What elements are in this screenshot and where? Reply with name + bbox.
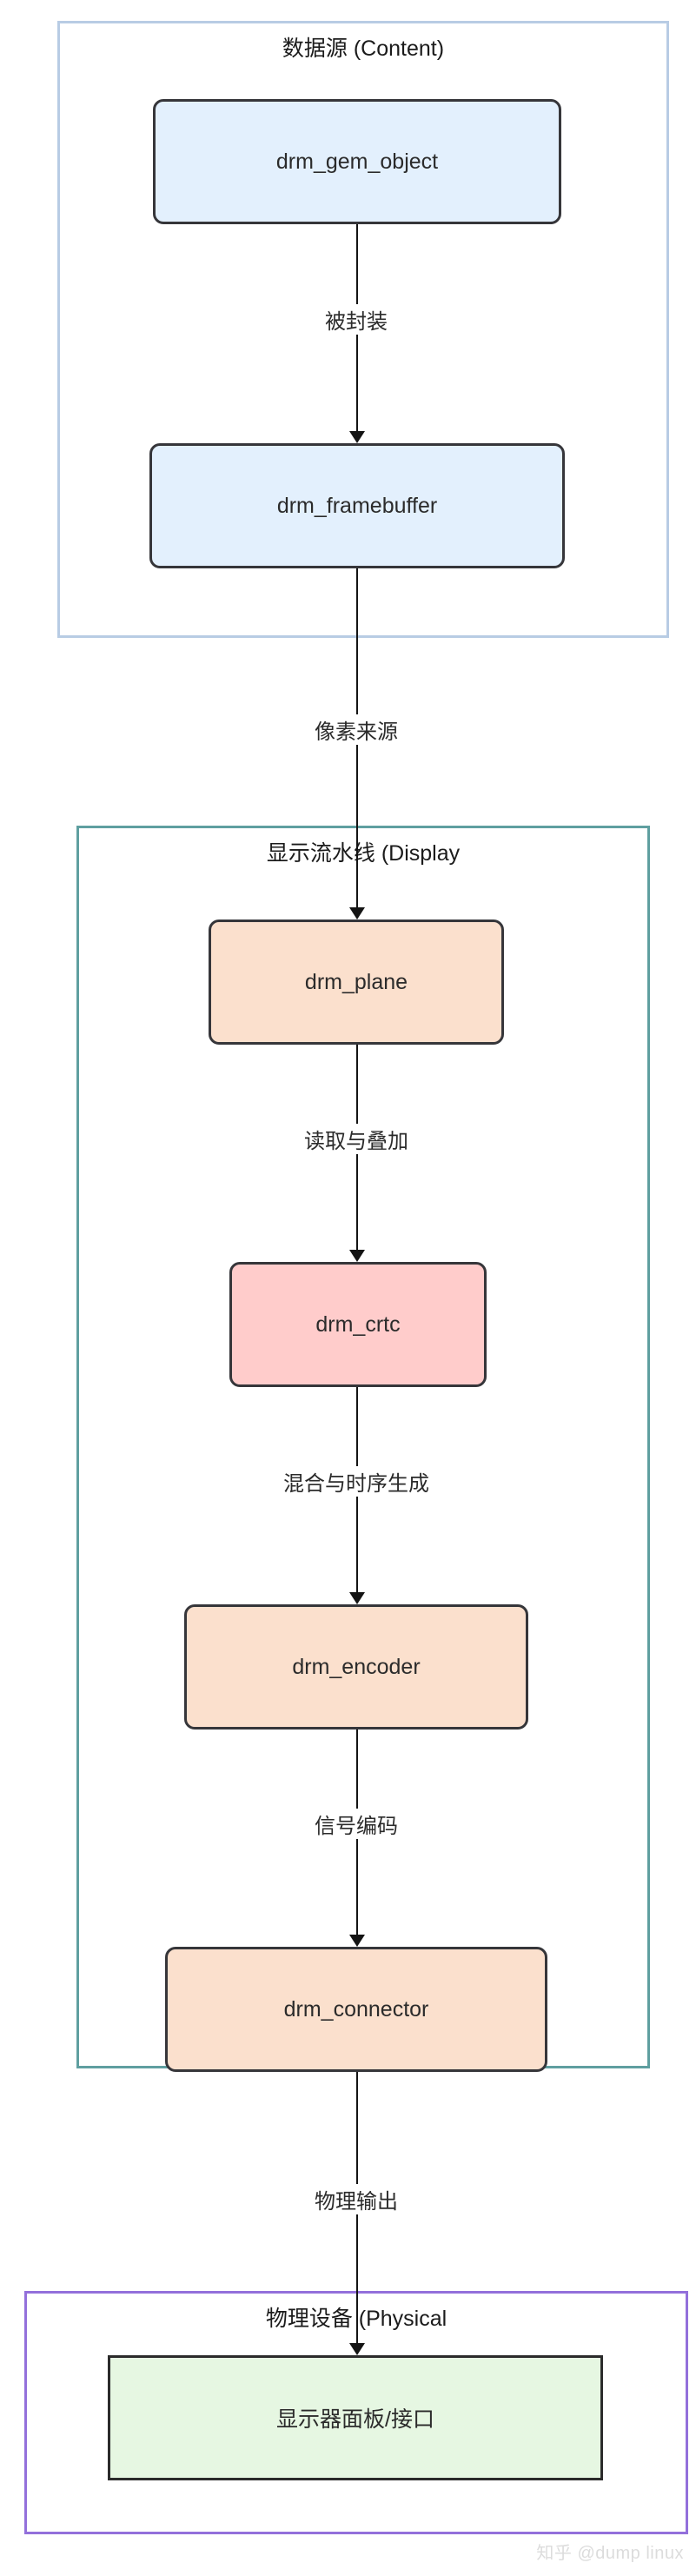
cluster-title-content: 数据源 (Content) xyxy=(282,37,445,61)
node-fb[interactable]: drm_framebuffer xyxy=(149,443,565,568)
edge-label-e1: 被封装 xyxy=(320,304,393,335)
cluster-title-display: 显示流水线 (Display xyxy=(266,841,461,866)
edge-label-e5: 信号编码 xyxy=(309,1809,403,1839)
edge-label-e6: 物理输出 xyxy=(309,2184,403,2214)
edge-arrowhead-e3 xyxy=(349,1250,365,1262)
node-plane[interactable]: drm_plane xyxy=(209,920,504,1045)
edge-label-e3: 读取与叠加 xyxy=(299,1124,414,1154)
edge-label-e4: 混合与时序生成 xyxy=(278,1466,434,1497)
node-crtc[interactable]: drm_crtc xyxy=(229,1262,487,1387)
cluster-content xyxy=(57,21,669,638)
edge-arrowhead-e4 xyxy=(349,1592,365,1604)
node-gem[interactable]: drm_gem_object xyxy=(153,99,561,224)
edge-arrowhead-e5 xyxy=(349,1935,365,1947)
edge-arrowhead-e1 xyxy=(349,431,365,443)
node-encoder[interactable]: drm_encoder xyxy=(184,1604,528,1730)
edge-arrowhead-e2 xyxy=(349,907,365,920)
node-panel[interactable]: 显示器面板/接口 xyxy=(108,2355,603,2480)
edge-label-e2: 像素来源 xyxy=(309,714,403,745)
node-connector[interactable]: drm_connector xyxy=(165,1947,547,2072)
watermark: 知乎 @dump linux xyxy=(536,2544,684,2563)
edge-arrowhead-e6 xyxy=(349,2343,365,2355)
